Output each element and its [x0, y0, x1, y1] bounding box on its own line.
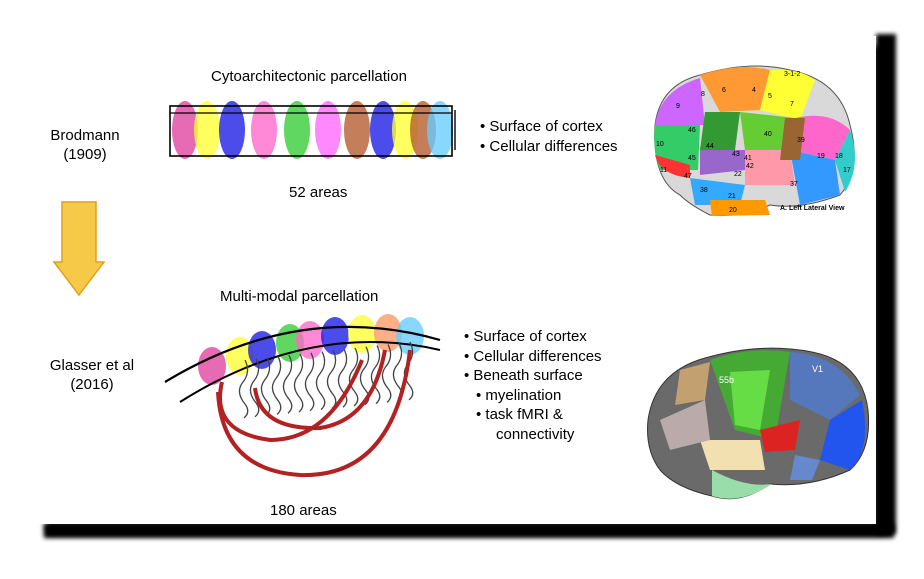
cortex-inner-line [179, 341, 441, 403]
axon-fiber [326, 350, 337, 409]
sub-bullet-item: • task fMRI & [476, 406, 563, 423]
brodmann-area-number: 39 [797, 137, 805, 144]
brodmann-area-number: 45 [688, 155, 696, 162]
brodmann-area-number: 4 [752, 87, 756, 94]
top-bullet-list: • Surface of cortex • Cellular differenc… [480, 117, 618, 156]
bottom-area-count: 180 areas [270, 502, 337, 519]
cytoarchitecture-blob [392, 101, 418, 159]
cortex-strip-blobs [172, 101, 453, 159]
brodmann-area-number: 43 [732, 151, 740, 158]
cytoarchitecture-blob [315, 101, 341, 159]
brodmann-area-number: 20 [729, 207, 737, 214]
cytoarchitecture-blob [194, 101, 220, 159]
brodmann-area-number: 42 [746, 163, 754, 170]
brodmann-area-number: 21 [728, 193, 736, 200]
glasser-name: Glasser et al [49, 357, 135, 374]
brodmann-area-number: 9 [676, 103, 680, 110]
cytoarchitecture-blob [370, 101, 396, 159]
brodmann-label: Brodmann (1909) [42, 126, 128, 164]
axon-fiber [348, 347, 359, 407]
brodmann-area-number: 8 [701, 91, 705, 98]
bottom-bullet-list: • Surface of cortex • Cellular differenc… [464, 327, 602, 444]
cortex-strip-outline [169, 105, 453, 157]
cytoarchitecture-blob [427, 101, 453, 159]
axon-fiber [238, 359, 249, 419]
cytoarchitecture-blob [219, 101, 245, 159]
axon-fiber [315, 351, 326, 411]
top-area-count: 52 areas [289, 184, 348, 201]
bottom-title: Multi-modal parcellation [220, 288, 379, 305]
axon-fiber [293, 353, 304, 413]
slide-shadow-bottom [44, 524, 894, 538]
brodmann-area-number: 19 [817, 153, 825, 160]
axon-fiber [282, 354, 293, 414]
axon-fibers [238, 341, 414, 419]
axon-fiber [337, 348, 348, 408]
brodmann-name: Brodmann [50, 127, 120, 144]
slide-shadow-right [876, 34, 896, 534]
axon-fiber [260, 357, 271, 417]
brodmann-area-number: 44 [706, 143, 714, 150]
brodmann-area-number: 40 [764, 131, 772, 138]
tract-short [253, 349, 387, 431]
bullet-item: • Surface of cortex [464, 328, 587, 345]
cytoarchitecture-blob [344, 101, 370, 159]
axon-fiber [381, 344, 392, 403]
sub-bullet-continuation: connectivity [496, 425, 575, 443]
multimodal-blob [321, 317, 349, 355]
axon-fiber [304, 352, 315, 412]
brodmann-area-number: 11 [660, 167, 667, 174]
brodmann-area-number: 37 [790, 181, 798, 188]
glasser-label: Glasser et al (2016) [44, 356, 140, 394]
down-arrow [52, 201, 106, 297]
brodmann-area-number: 3-1-2 [784, 71, 800, 78]
sub-bullet-item: • myelination [476, 386, 562, 404]
axon-fiber [271, 356, 282, 415]
multimodal-blob [348, 315, 376, 353]
multimodal-blob [396, 317, 424, 355]
brodmann-area-number: 41 [744, 155, 752, 162]
bullet-item: • Cellular differences [464, 347, 602, 365]
cytoarchitecture-blob [284, 101, 310, 159]
multimodal-blob [198, 347, 226, 385]
brodmann-area-number: 10 [656, 141, 664, 148]
axon-fiber [370, 345, 381, 405]
brodmann-brain-map [654, 65, 855, 216]
brodmann-year: (1909) [63, 146, 107, 163]
multimodal-blob [296, 321, 324, 359]
brodmann-area-number: 47 [684, 173, 692, 180]
brodmann-area-number: 46 [688, 127, 696, 134]
area-55b-label: 55b [719, 375, 734, 385]
bullet-item: • Cellular differences [480, 137, 618, 155]
glasser-brain-labels: 55b V1 [719, 364, 823, 385]
bullet-item: • Surface of cortex [480, 118, 603, 135]
brodmann-area-number: 5 [768, 93, 772, 100]
cortex-outer-line [164, 325, 441, 383]
brodmann-area-number: 6 [722, 87, 726, 94]
cytoarchitecture-blob [251, 101, 277, 159]
brodmann-area-number: 7 [790, 101, 794, 108]
brodmann-area-number: 17 [843, 167, 851, 174]
bullet-item: • Beneath surface [464, 367, 583, 384]
brodmann-area-number: 38 [700, 187, 708, 194]
top-title: Cytoarchitectonic parcellation [211, 68, 407, 85]
cytoarchitecture-blob [172, 101, 198, 159]
area-v1-label: V1 [812, 364, 823, 374]
glasser-brain-map [647, 347, 870, 500]
brodmann-area-number: 18 [835, 153, 843, 160]
brodmann-area-number: 22 [734, 171, 742, 178]
tract-long [216, 349, 412, 478]
axon-fiber [249, 358, 260, 418]
brain-view-caption: A. Left Lateral View [780, 205, 845, 212]
glasser-year: (2016) [70, 376, 114, 393]
